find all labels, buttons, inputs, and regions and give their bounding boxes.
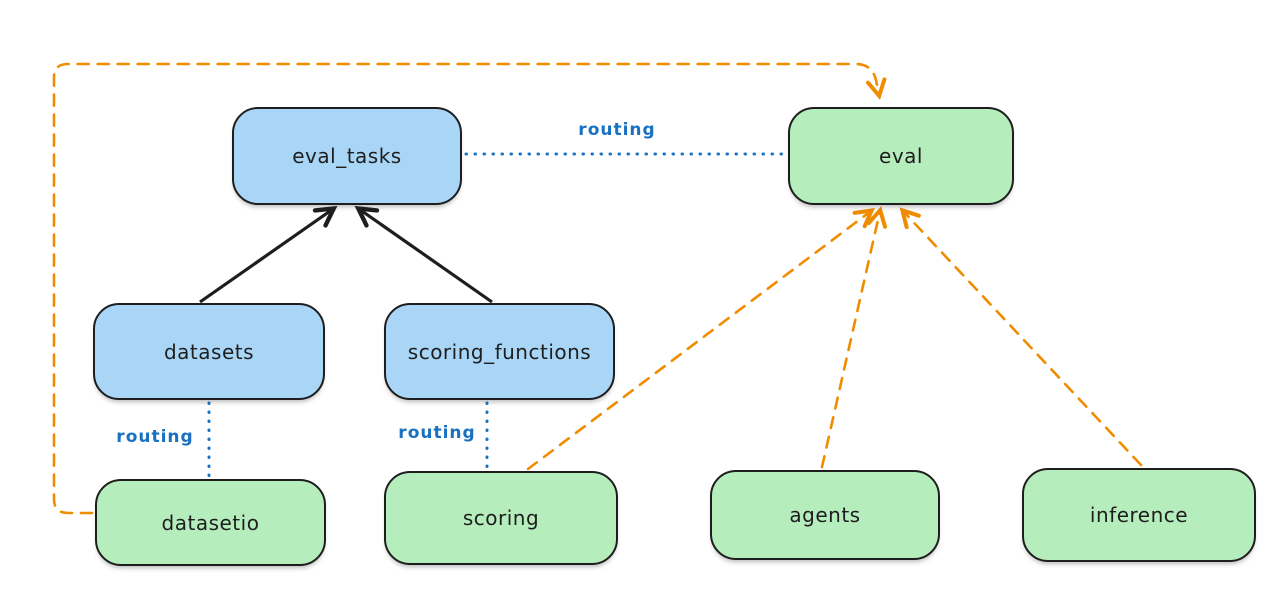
node-datasets-label: datasets xyxy=(163,339,255,364)
edge-inference-to-eval xyxy=(899,207,1143,467)
node-scoring: scoring xyxy=(384,471,618,565)
node-agents-label: agents xyxy=(789,503,861,527)
node-scoring-label: scoring xyxy=(462,506,540,530)
node-agents: agents xyxy=(710,470,940,560)
edge-agents-to-eval xyxy=(820,206,888,469)
routing-label-eval-tasks-eval: routing xyxy=(578,120,656,140)
edge-scoring-to-eval xyxy=(526,208,875,471)
node-datasetio: datasetio xyxy=(95,479,326,566)
edge-scoring-functions-to-eval-tasks xyxy=(354,205,493,304)
node-eval-tasks: eval_tasks xyxy=(232,107,462,205)
routing-label-scoring-functions-scoring: routing xyxy=(398,423,476,443)
node-eval-label: eval xyxy=(879,144,923,168)
node-scoring-functions-label: scoring_functions xyxy=(407,339,592,364)
node-inference-label: inference xyxy=(1089,503,1189,527)
node-scoring-functions: scoring_functions xyxy=(384,303,615,400)
routing-label-datasets-datasetio: routing xyxy=(116,427,194,447)
edge-datasetio-to-eval xyxy=(52,62,887,515)
node-datasets: datasets xyxy=(93,303,325,400)
node-eval-tasks-label: eval_tasks xyxy=(292,144,402,168)
node-inference: inference xyxy=(1022,468,1256,562)
node-datasetio-label: datasetio xyxy=(161,510,260,535)
edge-datasets-to-eval-tasks xyxy=(199,205,338,304)
node-eval: eval xyxy=(788,107,1014,205)
